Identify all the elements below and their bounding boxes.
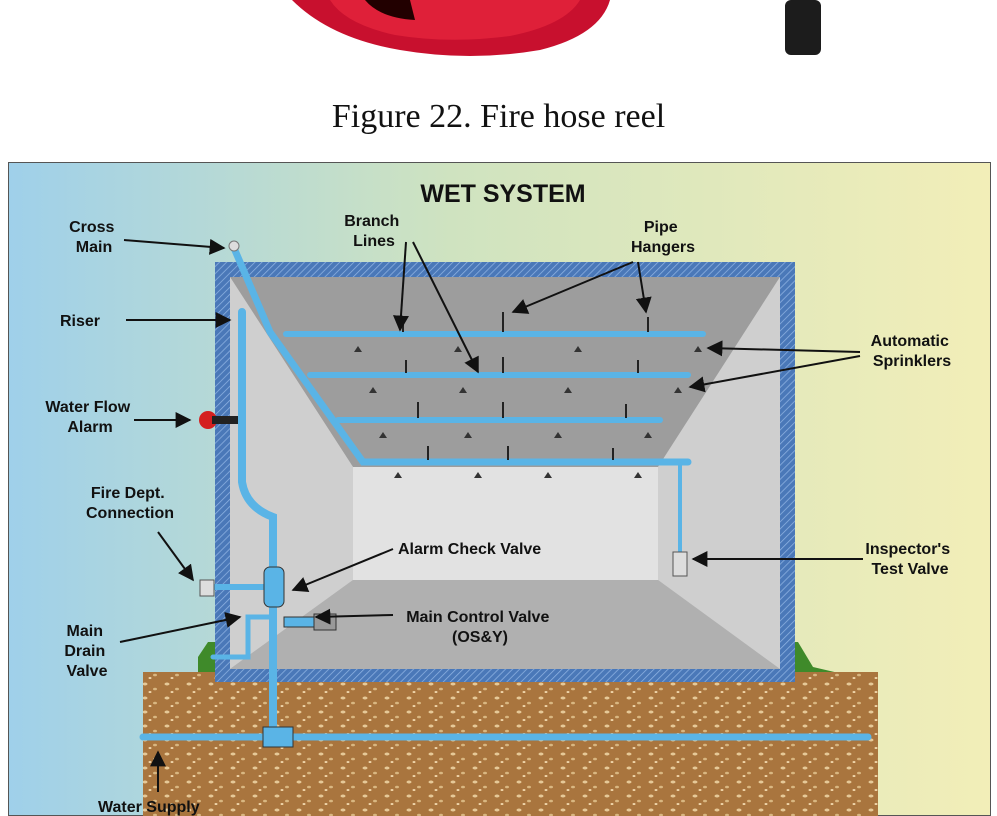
label-fire-dept-connection: Fire Dept. Connection xyxy=(86,485,174,522)
inspectors-test-valve xyxy=(672,551,688,577)
label-riser: Riser xyxy=(60,313,100,330)
pipe-hangers xyxy=(402,312,649,460)
water-flow-alarm xyxy=(199,411,217,429)
label-automatic-sprinklers: Automatic Sprinklers xyxy=(871,333,954,370)
right-wall xyxy=(658,277,780,669)
diagram-title: WET SYSTEM xyxy=(420,180,585,208)
figure-caption: Figure 22. Fire hose reel xyxy=(331,98,666,135)
callout-arrows xyxy=(119,238,863,792)
left-wall xyxy=(230,277,353,669)
label-main-drain-valve: Main Drain Valve xyxy=(64,623,109,680)
label-branch-lines: Branch Lines xyxy=(344,213,404,250)
label-main-control-valve: Main Control Valve (OS&Y) xyxy=(406,609,554,646)
label-water-supply: Water Supply xyxy=(98,799,200,816)
sprinkler-heads xyxy=(354,346,702,478)
alarm-check-valve xyxy=(263,566,285,608)
fire-dept-connection xyxy=(199,579,215,597)
back-wall xyxy=(353,467,658,580)
main-control-valve xyxy=(283,616,315,628)
label-cross-main: Cross Main xyxy=(69,219,119,256)
cross-main-cap xyxy=(228,240,240,252)
label-water-flow-alarm: Water Flow Alarm xyxy=(45,399,134,436)
floor xyxy=(230,580,780,669)
wet-system-diagram: WET SYSTEM Cross Main Branch Lines Pipe … xyxy=(8,162,991,816)
label-pipe-hangers: Pipe Hangers xyxy=(631,219,695,256)
label-inspectors-test-valve: Inspector's Test Valve xyxy=(865,541,954,578)
fire-hose-reel-photo xyxy=(292,0,821,56)
label-alarm-check-valve: Alarm Check Valve xyxy=(398,541,541,558)
soil xyxy=(143,672,878,816)
